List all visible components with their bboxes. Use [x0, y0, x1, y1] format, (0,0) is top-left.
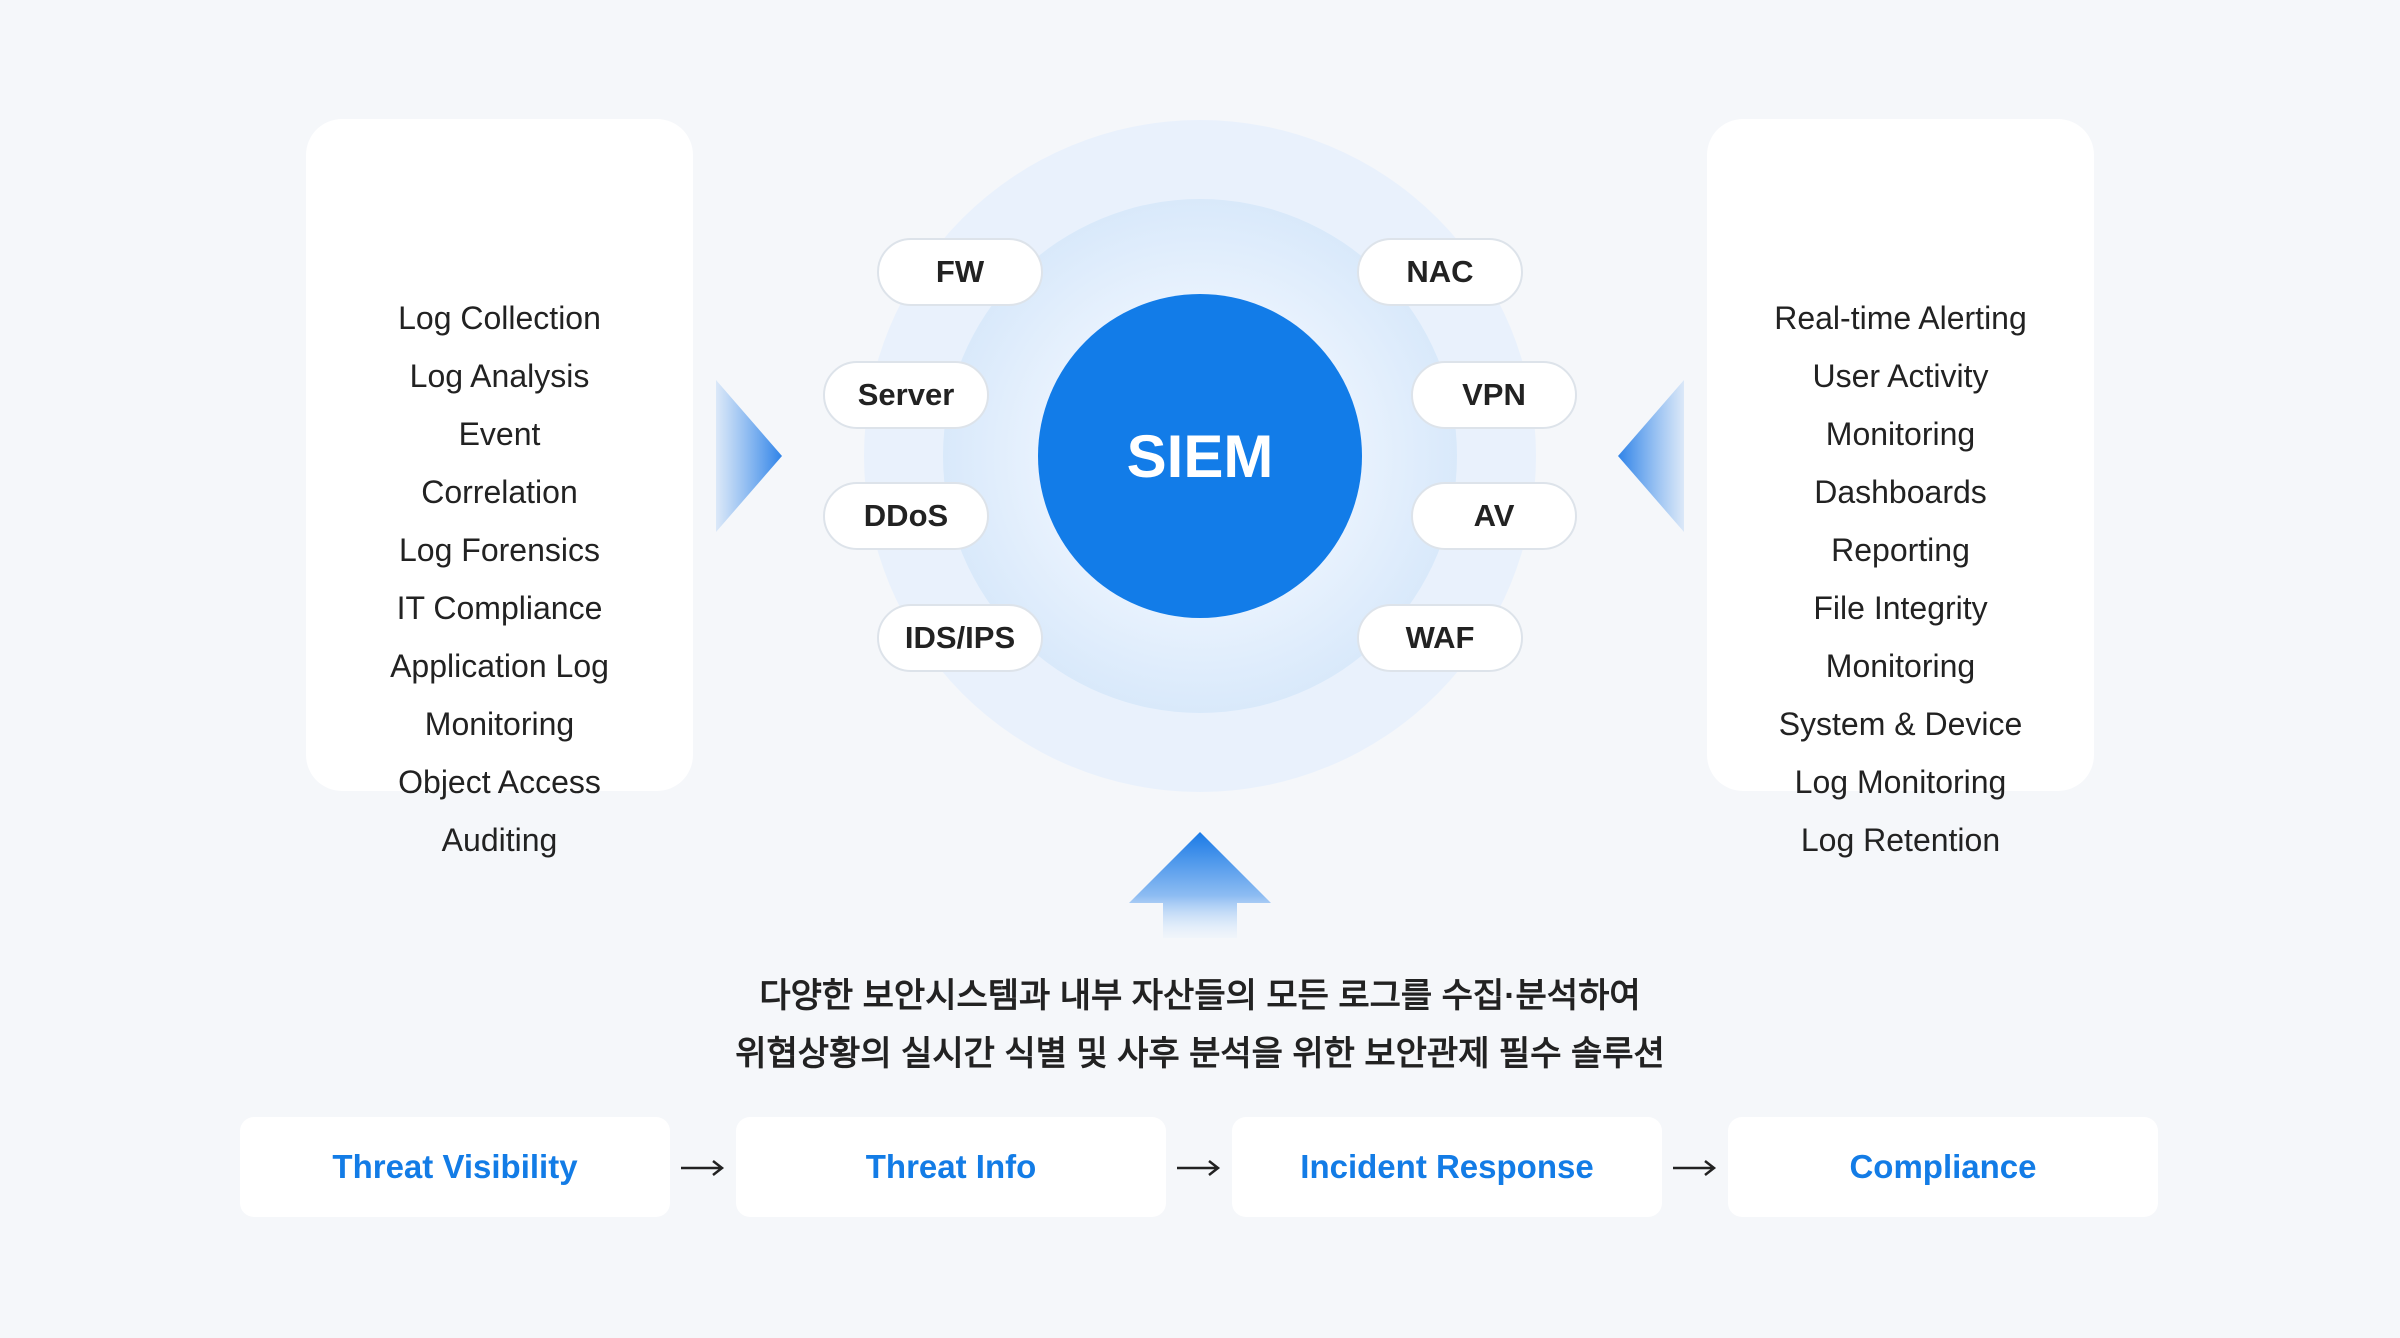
feature-item: Log Collection — [398, 300, 601, 336]
feature-item: Event — [458, 416, 541, 452]
feature-item: IT Compliance — [396, 590, 603, 626]
arrow-right-icon — [1673, 1160, 1717, 1176]
feature-item: Application Log — [390, 648, 609, 684]
feature-item: Dashboards — [1814, 474, 1987, 510]
source-pill-fw: FW — [877, 238, 1043, 306]
left-pointing-arrow-icon — [1618, 380, 1684, 532]
feature-item: Monitoring — [1825, 648, 1976, 684]
source-pill-waf: WAF — [1357, 604, 1523, 672]
feature-item: Real-time Alerting — [1774, 300, 2027, 336]
feature-item: File Integrity — [1813, 590, 1988, 626]
arrow-right-icon — [681, 1160, 725, 1176]
source-pill-av: AV — [1411, 482, 1577, 550]
flow-step-compliance: Compliance — [1728, 1117, 2158, 1217]
feature-item: Correlation — [421, 474, 578, 510]
siem-core: SIEM — [1038, 294, 1362, 618]
up-arrow-icon — [1129, 832, 1271, 938]
feature-item: Monitoring — [424, 706, 575, 742]
feature-item: Log Analysis — [409, 358, 590, 394]
right-feature-card: Real-time Alerting User Activity Monitor… — [1707, 119, 2094, 858]
flow-step-threat-visibility: Threat Visibility — [240, 1117, 670, 1217]
feature-item: User Activity — [1812, 358, 1989, 394]
feature-item: Log Monitoring — [1794, 764, 2007, 800]
siem-title: SIEM — [1126, 422, 1274, 490]
flow-step-threat-info: Threat Info — [736, 1117, 1166, 1217]
feature-item: Monitoring — [1825, 416, 1976, 452]
right-pointing-arrow-icon — [716, 380, 782, 532]
feature-item: Log Forensics — [399, 532, 600, 568]
source-pill-server: Server — [823, 361, 989, 429]
description-line-2: 위협상황의 실시간 식별 및 사후 분석을 위한 보안관제 필수 솔루션 — [735, 1035, 1665, 1073]
feature-item: Reporting — [1831, 532, 1970, 568]
feature-item: Auditing — [441, 822, 558, 858]
feature-item: System & Device — [1778, 706, 2023, 742]
source-pill-vpn: VPN — [1411, 361, 1577, 429]
flow-step-incident-response: Incident Response — [1232, 1117, 1662, 1217]
arrow-right-icon — [1177, 1160, 1221, 1176]
left-feature-card: Log Collection Log Analysis Event Correl… — [306, 119, 693, 858]
description-line-1: 다양한 보안시스템과 내부 자산들의 모든 로그를 수집·분석하여 — [759, 977, 1641, 1015]
source-pill-ids-ips: IDS/IPS — [877, 604, 1043, 672]
feature-item: Log Retention — [1800, 822, 2001, 858]
source-pill-nac: NAC — [1357, 238, 1523, 306]
source-pill-ddos: DDoS — [823, 482, 989, 550]
feature-item: Object Access — [398, 764, 601, 800]
